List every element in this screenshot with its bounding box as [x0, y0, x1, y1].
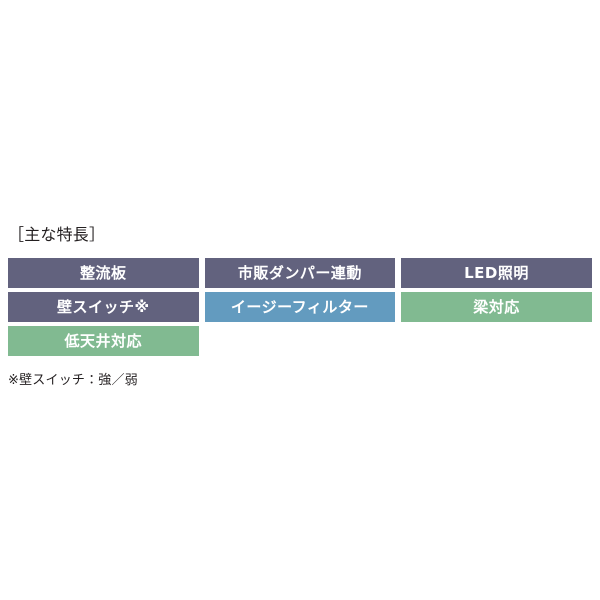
- feature-badge-grid: 整流板 市販ダンパー連動 LED照明 壁スイッチ※ イージーフィルター 梁対応 …: [8, 258, 592, 356]
- feature-badge-beam-support: 梁対応: [401, 292, 592, 322]
- feature-badge-wall-switch: 壁スイッチ※: [8, 292, 199, 322]
- page-title: ［主な特長］: [8, 225, 106, 244]
- feature-badge-low-ceiling: 低天井対応: [8, 326, 199, 356]
- feature-badge-led: LED照明: [401, 258, 592, 288]
- feature-badge-damper: 市販ダンパー連動: [204, 258, 396, 288]
- feature-badge-easy-filter: イージーフィルター: [204, 292, 396, 322]
- feature-badge-seiryuban: 整流板: [8, 258, 199, 288]
- footnote-wall-switch: ※壁スイッチ：強／弱: [8, 373, 138, 388]
